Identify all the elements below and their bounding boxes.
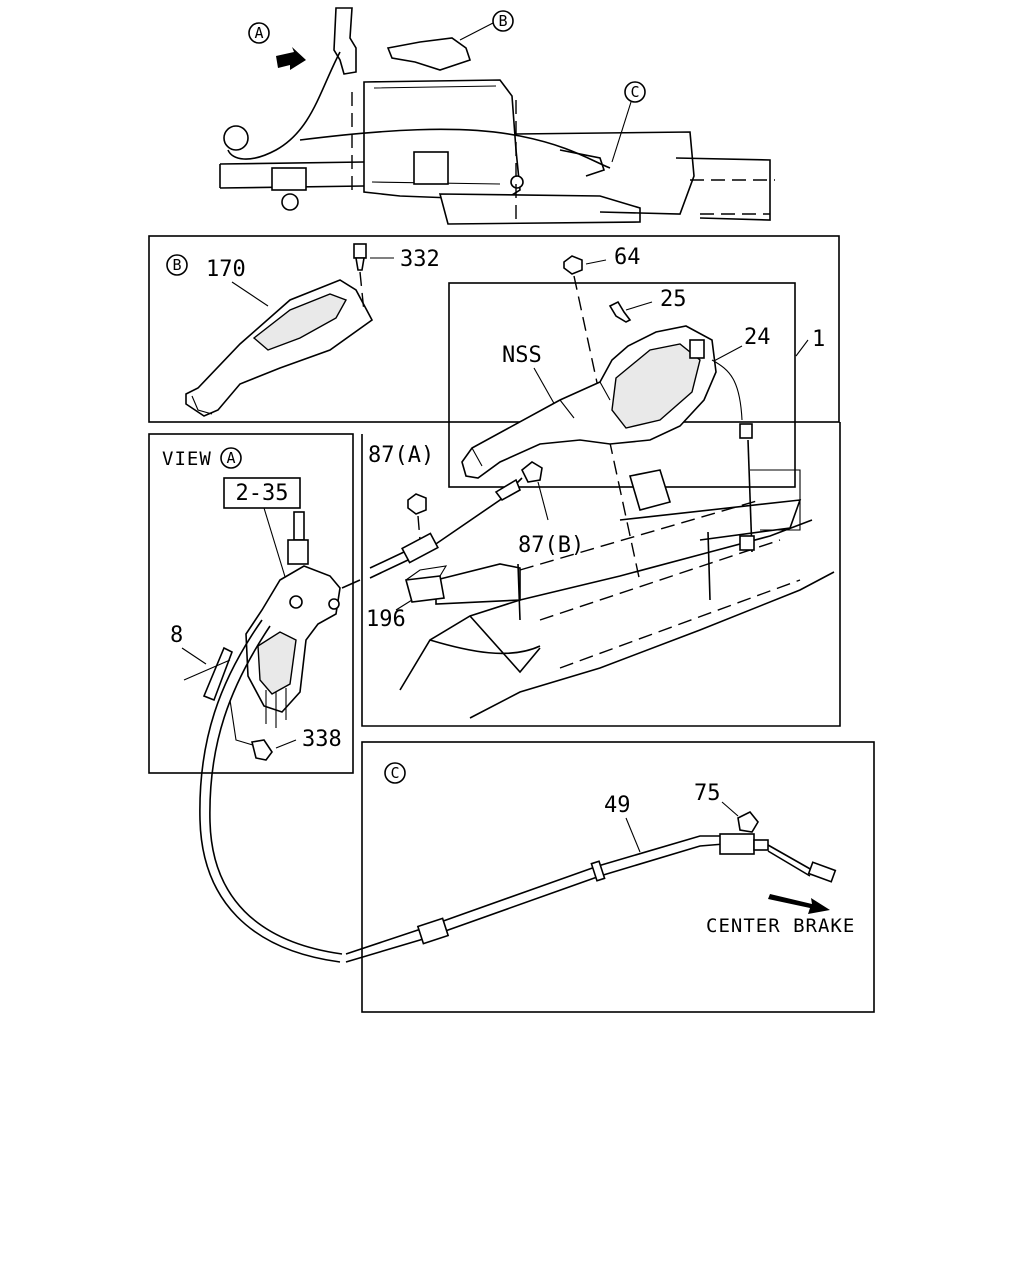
label-196: 196	[366, 607, 406, 632]
label-25: 25	[660, 287, 687, 312]
svg-text:A: A	[226, 449, 235, 467]
label-170: 170	[206, 257, 246, 282]
view-direction-arrow	[276, 47, 306, 70]
label-87b: 87(B)	[518, 533, 584, 558]
clip-75	[721, 801, 759, 833]
screw-25	[608, 300, 653, 323]
center-console-nss	[461, 325, 753, 479]
svg-text:B: B	[172, 256, 181, 274]
center-brake-cable-49	[345, 833, 837, 963]
view-a-callout: A	[220, 447, 242, 469]
clip-332	[353, 243, 394, 271]
label-64: 64	[614, 245, 641, 270]
brake-lever-assembly	[245, 511, 341, 728]
clip-8	[202, 646, 234, 702]
label-332: 332	[400, 247, 440, 272]
panel-b-frame	[148, 235, 840, 423]
front-cable	[369, 477, 523, 579]
main-panel: 87(A) 87(B) 196	[341, 422, 841, 727]
svg-text:C: C	[390, 764, 399, 782]
label-338: 338	[302, 727, 342, 752]
svg-text:A: A	[254, 24, 263, 42]
view-a-title: VIEW	[162, 448, 212, 470]
svg-text:B: B	[498, 12, 507, 30]
detail-panel-b: B 170 332 1 64	[148, 235, 840, 583]
label-75: 75	[694, 781, 721, 806]
bolt-338	[251, 739, 297, 761]
svg-text:C: C	[630, 83, 639, 101]
callout-c-marker: C	[611, 81, 646, 163]
view-a-frame	[148, 433, 354, 774]
panel-b-callout: B	[166, 254, 188, 276]
nut-87b	[520, 461, 549, 521]
label-8: 8	[170, 623, 183, 648]
console-cover-170	[185, 279, 374, 417]
nut-64	[563, 255, 607, 275]
label-49: 49	[604, 793, 631, 818]
label-nss: NSS	[502, 343, 542, 368]
center-brake-label: CENTER BRAKE	[706, 915, 855, 937]
panel-c-callout: C	[384, 762, 406, 784]
callout-b-marker: B	[459, 10, 514, 41]
assembly-1-frame	[448, 282, 796, 488]
reference-box-2-35	[223, 477, 301, 509]
detail-panel-c: C 49 75 CENTER BRAKE	[345, 741, 875, 1013]
rear-cable-routing	[199, 619, 341, 963]
bracket-196	[404, 565, 448, 603]
nut-87a	[407, 493, 427, 515]
label-1: 1	[812, 327, 825, 352]
label-87a: 87(A)	[368, 443, 434, 468]
panel-c-frame	[361, 741, 875, 1013]
vehicle-overview-illustration: A B C	[219, 7, 775, 225]
detail-panel-view-a: VIEW A 2-35 8 338	[148, 433, 354, 774]
reference-label-2-35: 2-35	[236, 481, 289, 506]
center-brake-direction-arrow	[768, 894, 830, 914]
callout-a-marker: A	[248, 22, 270, 44]
label-24: 24	[744, 325, 771, 350]
